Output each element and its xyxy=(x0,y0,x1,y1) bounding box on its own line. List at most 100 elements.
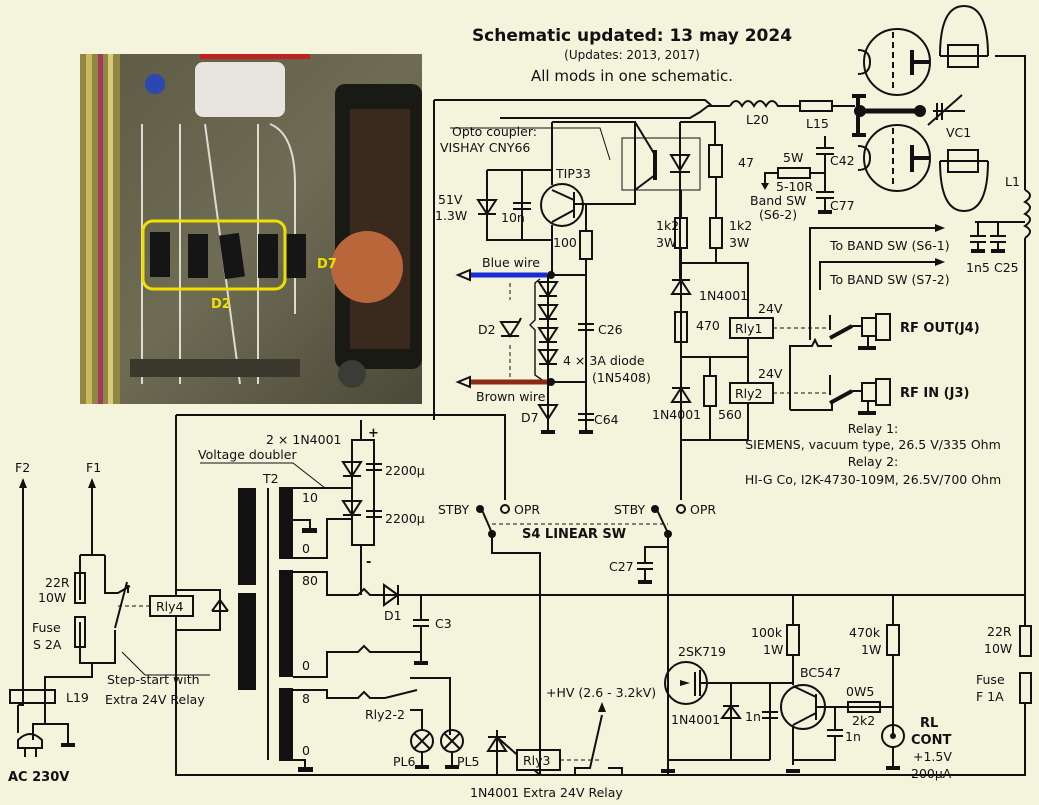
mains-plug-icon xyxy=(17,705,43,757)
opr1-label: OPR xyxy=(514,502,540,517)
fuse-right-label: Fuse xyxy=(976,672,1005,687)
band-sw-ref-label: (S6-2) xyxy=(759,207,797,222)
current-label: 200µA xyxy=(911,766,952,781)
tap0b-label: 0 xyxy=(302,658,310,673)
brown-wire-label: Brown wire xyxy=(476,389,546,404)
fuse-s2a xyxy=(74,616,86,648)
diode-chain-type: (1N5408) xyxy=(592,370,651,385)
r5-10-label: 5-10R xyxy=(776,179,813,194)
blue-wire-label: Blue wire xyxy=(482,255,540,270)
rly2-2-label: Rly2-2 xyxy=(365,707,405,722)
opto-label-1: Opto coupler: xyxy=(452,124,537,139)
optocoupler-box xyxy=(621,137,701,191)
l1-inductor xyxy=(995,55,1031,239)
fuse-f1a xyxy=(1019,672,1032,704)
step-start-label-1: Step-start with xyxy=(107,672,200,687)
relay-note-2: SIEMENS, vacuum type, 26.5 V/335 Ohm xyxy=(745,437,1001,452)
tap8-label: 8 xyxy=(302,691,310,706)
stby1-label: STBY xyxy=(438,502,469,517)
tip33-label: TIP33 xyxy=(555,166,591,181)
c2200-2-label: 2200µ xyxy=(385,511,425,526)
bjt-label: BC547 xyxy=(800,665,841,680)
r2k2-label: 2k2 xyxy=(852,713,875,728)
r470-label: 470 xyxy=(696,318,720,333)
tap0c-label: 0 xyxy=(302,743,310,758)
c64-label: C64 xyxy=(594,412,619,427)
c10n-label: 10n xyxy=(501,210,525,225)
r22w-right-label: 10W xyxy=(984,641,1012,656)
plus-label: + xyxy=(368,426,379,441)
cont-label: CONT xyxy=(911,733,951,748)
stby2-label: STBY xyxy=(614,502,645,517)
rly4-label: Rly4 xyxy=(156,599,184,614)
f1-label: F1 xyxy=(86,460,101,475)
rf-out-label: RF OUT(J4) xyxy=(900,321,980,336)
c27-label: C27 xyxy=(609,559,634,574)
relay-note-1: Relay 1: xyxy=(848,421,898,436)
t2-label: T2 xyxy=(262,471,279,486)
r2k2-resistor xyxy=(847,701,881,713)
diode-board-photo: D2 D7 xyxy=(80,54,422,404)
vc1-label: VC1 xyxy=(946,125,971,140)
doubler-label: Voltage doubler xyxy=(198,447,297,462)
band-resistor xyxy=(777,167,811,179)
l19-choke xyxy=(9,689,56,704)
step-start-label-2: Extra 24V Relay xyxy=(105,692,205,707)
r100k-w-label: 1W xyxy=(763,642,783,657)
c25-label: C25 xyxy=(994,260,1019,275)
r560-label: 560 xyxy=(718,407,742,422)
photo-graphic: D2 D7 xyxy=(80,54,422,404)
fuse-mains-label: Fuse xyxy=(32,620,61,635)
r0w5-label: 0W5 xyxy=(846,684,874,699)
tap80-label: 80 xyxy=(302,573,318,588)
rf-in-connector xyxy=(858,378,891,415)
hv-top-wire xyxy=(433,99,730,420)
photo-label-d7: D7 xyxy=(317,257,337,272)
r1k2-a-label: 1k2 xyxy=(656,218,679,233)
d1-label: D1 xyxy=(384,608,402,623)
l20-label: L20 xyxy=(746,112,769,127)
r100-resistor xyxy=(579,230,593,260)
band-sw-s6-1: To BAND SW (S6-1) xyxy=(829,238,950,253)
r470k-resistor xyxy=(886,624,900,656)
r5w-label: 5W xyxy=(783,150,803,165)
rly3-label: Rly3 xyxy=(523,753,551,768)
r22-mains-label: 22R xyxy=(45,575,70,590)
r470k-w-label: 1W xyxy=(861,642,881,657)
v2-label: 24V xyxy=(758,366,783,381)
band-sw-label: Band SW xyxy=(750,193,806,208)
rl-label: RL xyxy=(920,716,938,731)
d7-label: D7 xyxy=(521,410,539,425)
d2-label: D2 xyxy=(478,322,496,337)
minus-label: - xyxy=(366,555,371,570)
rly2-label: Rly2 xyxy=(735,386,763,401)
d-bottom-label: 1N4001 xyxy=(652,407,701,422)
fuse-mains-value: S 2A xyxy=(33,637,62,652)
v1-label: 24V xyxy=(758,301,783,316)
r100k-label: 100k xyxy=(751,625,783,640)
zener-51v xyxy=(476,199,498,216)
r100-label: 100 xyxy=(553,235,577,250)
hv-label: +HV (2.6 - 3.2kV) xyxy=(546,685,656,700)
page-title: Schematic updated: 13 may 2024 xyxy=(472,26,792,46)
d-top-label: 1N4001 xyxy=(699,288,748,303)
f2-label: F2 xyxy=(15,460,30,475)
opr2-label: OPR xyxy=(690,502,716,517)
tip33-transistor xyxy=(540,183,584,227)
c3-label: C3 xyxy=(435,616,452,631)
doubler-diodes-label: 2 × 1N4001 xyxy=(266,432,342,447)
c2200-1-label: 2200µ xyxy=(385,463,425,478)
fuse-right-value: F 1A xyxy=(976,689,1004,704)
opto-label-2: VISHAY CNY66 xyxy=(440,140,530,155)
r22-right-resistor xyxy=(1019,625,1032,657)
d1-diode xyxy=(383,583,400,607)
zener-v-label: 51V xyxy=(438,192,463,207)
relay-note-3: Relay 2: xyxy=(848,454,898,469)
r47-label: 47 xyxy=(738,155,754,170)
c1n-b-label: 1n xyxy=(845,729,861,744)
c1n-a-label: 1n xyxy=(745,709,761,724)
diode-chain-label: 4 × 3A diode xyxy=(563,353,645,368)
pl6-label: PL6 xyxy=(393,754,416,769)
c26-label: C26 xyxy=(598,322,623,337)
ac-label: AC 230V xyxy=(8,770,69,785)
